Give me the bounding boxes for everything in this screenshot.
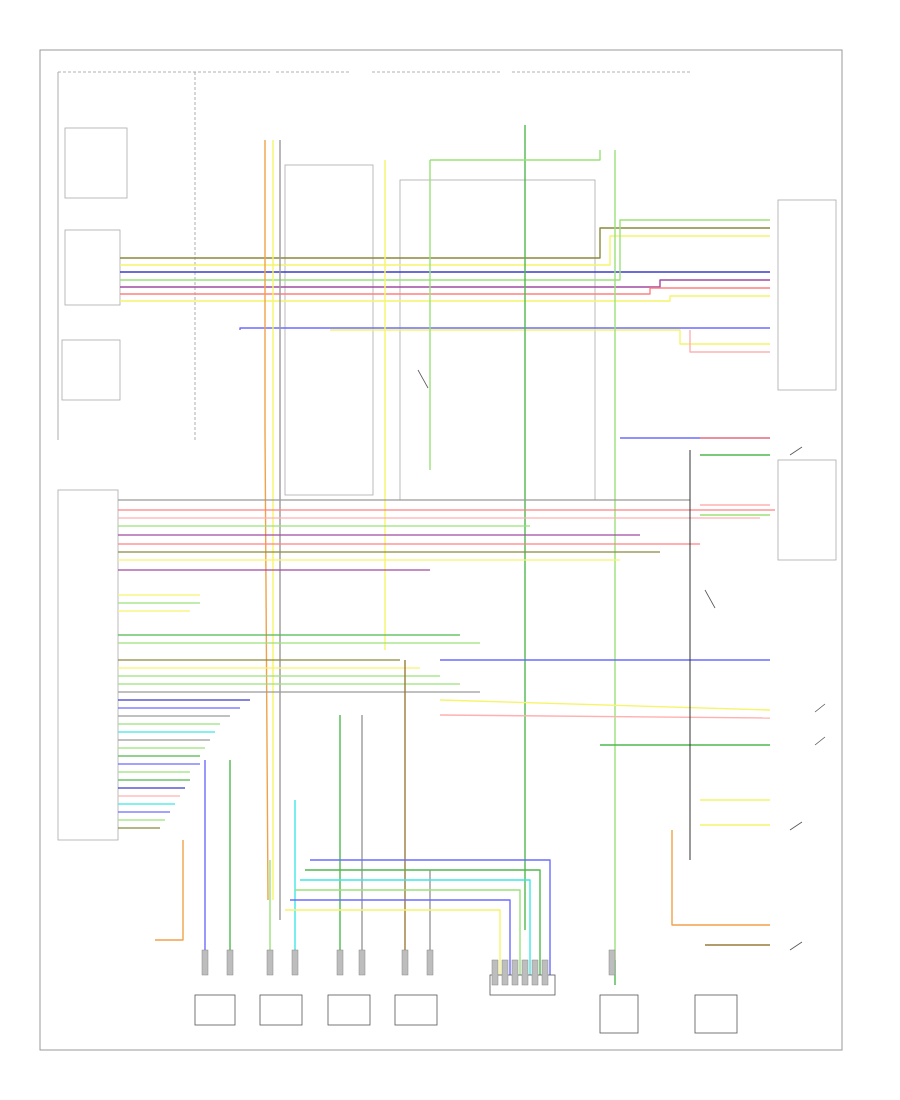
connector-pin-3 bbox=[291, 949, 299, 976]
component-group bbox=[194, 949, 738, 1034]
connector-pin-0 bbox=[201, 949, 209, 976]
right-switches bbox=[417, 369, 826, 951]
wire-top-purple-1 bbox=[120, 279, 770, 288]
wire-right-pink-3 bbox=[439, 714, 771, 719]
component-rr-sensor bbox=[394, 994, 438, 1026]
connector-pin-8 bbox=[491, 959, 499, 986]
connector-pin-6 bbox=[401, 949, 409, 976]
connector-pin-13 bbox=[541, 959, 549, 986]
diagram-border bbox=[39, 49, 843, 1051]
wire-top-red-1 bbox=[120, 287, 770, 295]
wire-top-olive-1 bbox=[120, 227, 770, 259]
connector-pin-5 bbox=[358, 949, 366, 976]
connector-pin-12 bbox=[531, 959, 539, 986]
connector-pin-4 bbox=[336, 949, 344, 976]
component-brake-switch bbox=[599, 994, 639, 1034]
wire-mid-yellow-1 bbox=[330, 329, 770, 345]
connector-pin-11 bbox=[521, 959, 529, 986]
power-feed-headers bbox=[57, 71, 690, 440]
wire-group bbox=[118, 125, 775, 985]
wire-top-green-1 bbox=[120, 219, 770, 281]
wire-top-yellow-1 bbox=[120, 235, 770, 266]
wire-sensor-purple-5 bbox=[310, 859, 551, 975]
component-lr-sensor bbox=[327, 994, 371, 1026]
wire-sensor-blue-5 bbox=[290, 899, 511, 975]
connector-pin-14 bbox=[608, 949, 616, 976]
wire-top-yellow-2 bbox=[120, 295, 770, 302]
wire-drop-orange bbox=[264, 140, 269, 901]
connector-pin-7 bbox=[426, 949, 434, 976]
wire-sensor-cyan-5 bbox=[300, 879, 531, 975]
wire-drop-green-2 bbox=[430, 150, 601, 161]
component-lf-sensor bbox=[194, 994, 236, 1026]
wire-sensor-green-5 bbox=[305, 869, 541, 975]
connector-pin-9 bbox=[501, 959, 509, 986]
connector-pin-2 bbox=[266, 949, 274, 976]
wire-sensor-orange-left bbox=[155, 840, 184, 941]
wire-sensor-yellow-5 bbox=[285, 909, 501, 975]
connector-pin-10 bbox=[511, 959, 519, 986]
component-rf-sensor bbox=[259, 994, 303, 1026]
wire-right-orange bbox=[671, 830, 770, 926]
wire-mid-pink-1 bbox=[689, 330, 770, 353]
module-outlines bbox=[57, 127, 837, 841]
component-lr-relay bbox=[694, 994, 738, 1034]
wire-sensor-lightgreen-5 bbox=[295, 889, 521, 975]
connector-pin-1 bbox=[226, 949, 234, 976]
wire-right-yellow-2 bbox=[439, 699, 771, 711]
wire-mid-blue-1 bbox=[239, 327, 770, 330]
